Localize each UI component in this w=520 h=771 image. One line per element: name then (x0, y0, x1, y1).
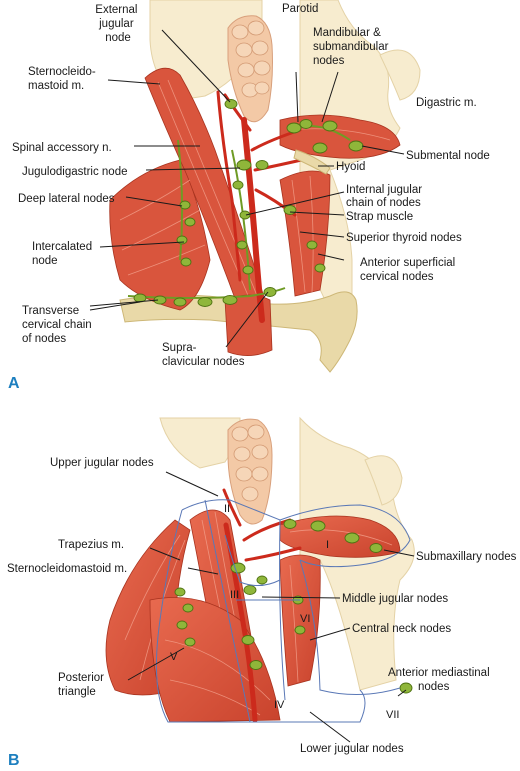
panel-b-labels: Upper jugular nodes Trapezius m. Sternoc… (7, 457, 517, 769)
label-internal-jugular: Internal jugular chain of nodes (346, 184, 425, 209)
panel-a-illustration (109, 0, 421, 373)
label-upper-jugular: Upper jugular nodes (50, 457, 154, 469)
level-II: II (224, 503, 230, 515)
parotid-gland (227, 15, 273, 123)
panel-a-labels: External jugular node Parotid Mandibular… (8, 3, 490, 392)
label-middle-jugular: Middle jugular nodes (342, 593, 448, 605)
label-submaxillary: Submaxillary nodes (416, 551, 517, 563)
label-external-jugular: External jugular node (95, 4, 140, 44)
level-III: III (230, 589, 239, 601)
panel-letter-a: A (8, 375, 20, 392)
panel-b-leaders (127, 471, 415, 743)
level-I: I (326, 539, 329, 551)
panel-a-leaders (89, 29, 405, 348)
internal-jugular-vein (241, 117, 265, 323)
label-transverse-cervical: Transverse cervical chain of nodes (22, 305, 95, 345)
level-IV: IV (274, 699, 285, 711)
panel-letter-b: B (8, 752, 20, 769)
ear-skin (379, 49, 421, 101)
carotid-branches (223, 93, 312, 217)
hyoid-bone (293, 149, 331, 175)
level-VI: VI (300, 613, 310, 625)
label-intercalated: Intercalated node (32, 241, 95, 267)
label-supraclavicular: Supra- clavicular nodes (162, 342, 245, 368)
label-parotid: Parotid (282, 3, 318, 15)
label-posterior-triangle: Posterior triangle (58, 672, 107, 698)
neck-level-outlines (155, 499, 411, 723)
label-deep-lateral: Deep lateral nodes (18, 193, 115, 205)
lymph-nodes-b (174, 519, 413, 694)
label-mandibular: Mandibular & submandibular nodes (313, 27, 392, 67)
label-hyoid: Hyoid (336, 161, 365, 173)
spinal-accessory-chain (177, 139, 184, 261)
label-anterior-mediastinal: Anterior mediastinal nodes (388, 667, 493, 693)
label-lower-jugular: Lower jugular nodes (300, 743, 404, 755)
label-superior-thyroid: Superior thyroid nodes (346, 232, 462, 244)
lymph-nodes-a (133, 99, 364, 307)
label-spinal-accessory: Spinal accessory n. (12, 142, 112, 154)
level-VII: VII (386, 709, 399, 721)
panel-b-illustration (105, 416, 415, 723)
external-jugular-vein (216, 90, 242, 282)
strap-muscle-b (279, 554, 321, 687)
label-central-neck: Central neck nodes (352, 623, 451, 635)
label-sternocleidomastoid: Sternocleido- mastoid m. (28, 66, 99, 92)
label-digastric: Digastric m. (416, 97, 477, 109)
label-jugulodigastric: Jugulodigastric node (22, 166, 128, 178)
label-scm: Sternocleidomastoid m. (7, 563, 127, 575)
label-submental: Submental node (406, 150, 490, 162)
ear-skin-b (364, 455, 403, 506)
level-V: V (170, 651, 178, 663)
label-anterior-superficial: Anterior superficial cervical nodes (360, 257, 458, 283)
label-trapezius: Trapezius m. (58, 539, 124, 551)
parotid-gland-b (227, 418, 273, 525)
label-strap-muscle: Strap muscle (346, 211, 413, 223)
